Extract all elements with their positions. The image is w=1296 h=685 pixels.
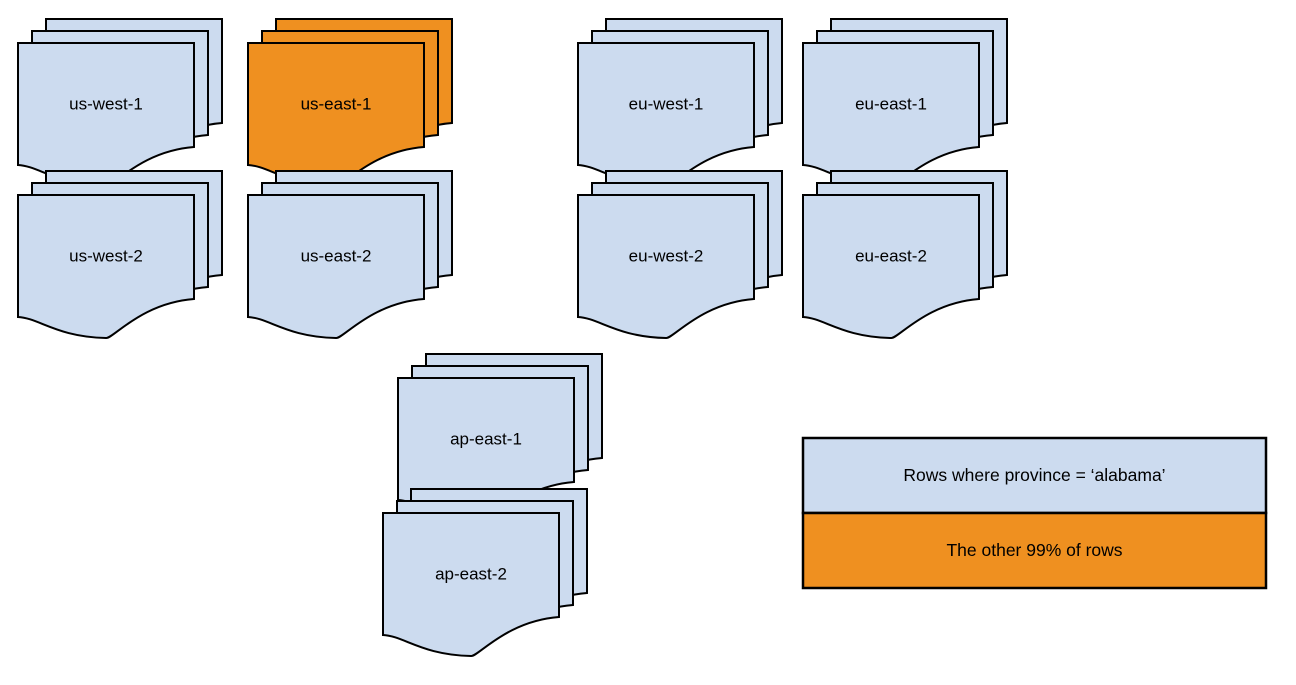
legend-swatch-2 bbox=[801, 511, 1268, 590]
stack-sheet-layer-3 bbox=[577, 42, 755, 187]
stack-label: ap-east-1 bbox=[450, 429, 522, 448]
data-stack-us-west-1[interactable]: us-west-1 bbox=[17, 18, 223, 187]
legend-swatch-1 bbox=[801, 436, 1268, 515]
legend: Rows where province = ‘alabama’ The other… bbox=[801, 436, 1268, 590]
region-group-us-west: us-west-1 us-west-2 bbox=[17, 18, 223, 339]
stack-sheet-layer-3 bbox=[382, 512, 560, 657]
stack-label: ap-east-2 bbox=[435, 564, 507, 583]
stack-sheet-layer-3 bbox=[17, 42, 195, 187]
stack-sheet-layer-3 bbox=[802, 42, 980, 187]
data-stack-us-east-1[interactable]: us-east-1 bbox=[247, 18, 453, 187]
stack-label: us-west-1 bbox=[69, 94, 143, 113]
stack-label: us-east-2 bbox=[301, 246, 372, 265]
data-stack-eu-east-2[interactable]: eu-east-2 bbox=[802, 170, 1008, 339]
stack-sheet-layer-3 bbox=[247, 42, 425, 187]
stack-label: eu-west-2 bbox=[629, 246, 704, 265]
stack-sheet-layer-3 bbox=[247, 194, 425, 339]
stack-label: eu-east-1 bbox=[855, 94, 927, 113]
stack-label: eu-east-2 bbox=[855, 246, 927, 265]
stack-sheet-layer-3 bbox=[802, 194, 980, 339]
region-group-eu-east: eu-east-1 eu-east-2 bbox=[802, 18, 1008, 339]
region-group-eu-west: eu-west-1 eu-west-2 bbox=[577, 18, 783, 339]
region-group-us-east: us-east-1 us-east-2 bbox=[247, 18, 453, 339]
data-stack-eu-west-2[interactable]: eu-west-2 bbox=[577, 170, 783, 339]
data-stack-ap-east-1[interactable]: ap-east-1 bbox=[397, 353, 603, 522]
region-group-ap-east: ap-east-1 ap-east-2 bbox=[382, 353, 603, 657]
data-stack-us-west-2[interactable]: us-west-2 bbox=[17, 170, 223, 339]
data-stack-eu-east-1[interactable]: eu-east-1 bbox=[802, 18, 1008, 187]
stack-label: us-west-2 bbox=[69, 246, 143, 265]
data-stack-us-east-2[interactable]: us-east-2 bbox=[247, 170, 453, 339]
stack-sheet-layer-3 bbox=[17, 194, 195, 339]
data-stack-ap-east-2[interactable]: ap-east-2 bbox=[382, 488, 588, 657]
data-stack-eu-west-1[interactable]: eu-west-1 bbox=[577, 18, 783, 187]
stack-label: eu-west-1 bbox=[629, 94, 704, 113]
legend-label-1: Rows where province = ‘alabama’ bbox=[903, 465, 1165, 485]
stack-label: us-east-1 bbox=[301, 94, 372, 113]
legend-label-2: The other 99% of rows bbox=[946, 540, 1122, 560]
stack-sheet-layer-3 bbox=[577, 194, 755, 339]
